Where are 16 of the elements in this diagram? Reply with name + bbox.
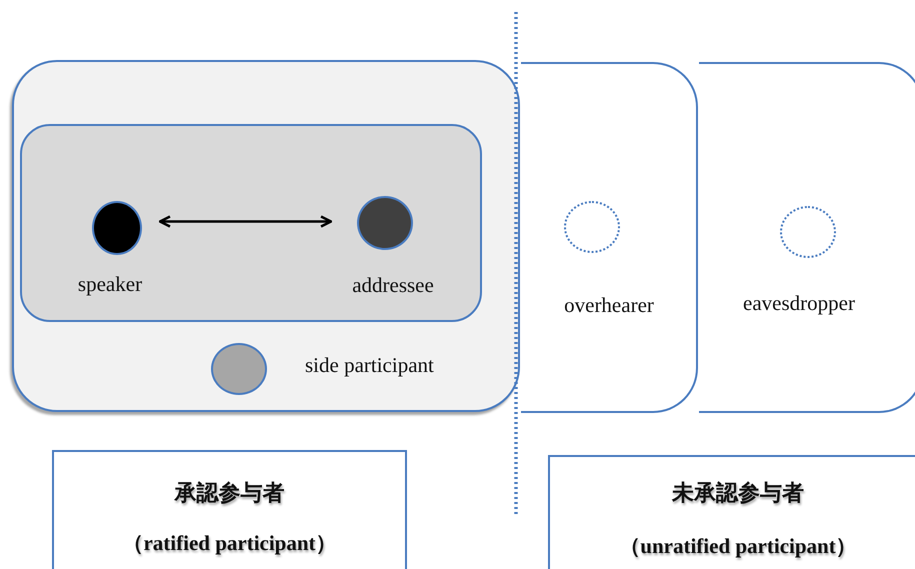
group-panel: [521, 62, 698, 413]
category-title: 未承認参与者: [672, 482, 804, 504]
category-subtitle: （unratified participant）: [619, 536, 857, 557]
participant-label: side participant: [305, 355, 434, 376]
category-box: [52, 450, 407, 569]
group-panel: [12, 60, 520, 412]
double-arrow: [158, 215, 332, 228]
category-box: [548, 455, 915, 569]
category-subtitle: （ratified participant）: [122, 533, 337, 554]
participant-label: speaker: [78, 274, 142, 295]
group-panel: [699, 62, 915, 413]
category-title: 承認参与者: [174, 482, 284, 504]
participant-label: addressee: [352, 275, 434, 296]
participant-label: eavesdropper: [743, 293, 855, 314]
group-panel: [20, 124, 482, 322]
participant-label: overhearer: [564, 295, 654, 316]
